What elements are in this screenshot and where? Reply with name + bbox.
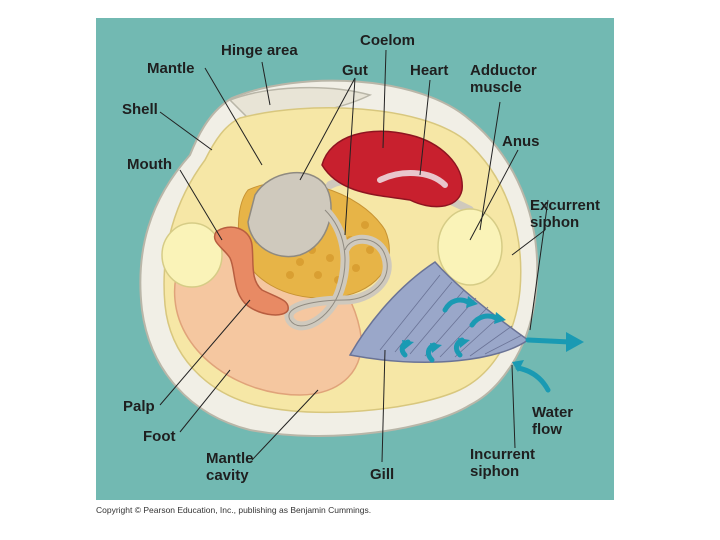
label-mouth: Mouth xyxy=(127,156,172,173)
water-flow-arrowheads xyxy=(402,296,584,372)
label-gill: Gill xyxy=(370,466,395,483)
label-mantle: Mantle xyxy=(147,60,195,77)
copyright-notice: Copyright © Pearson Education, Inc., pub… xyxy=(96,505,372,515)
label-excurrent-siphon: Excurrent siphon xyxy=(530,197,601,231)
label-mantle-cavity: Mantle cavity xyxy=(206,450,254,484)
label-foot: Foot xyxy=(143,428,176,445)
label-gut: Gut xyxy=(342,62,368,79)
label-incurrent-siphon: Incurrent siphon xyxy=(470,446,536,480)
gill-filaments xyxy=(379,274,523,358)
label-palp: Palp xyxy=(123,398,155,415)
label-coelom: Coelom xyxy=(360,32,416,49)
label-water-flow: Water flow xyxy=(532,404,574,438)
heart xyxy=(321,130,463,208)
label-adductor-muscle: Adductor muscle xyxy=(470,62,537,96)
label-anus: Anus xyxy=(502,133,540,150)
gut-coil-edge xyxy=(288,209,388,327)
heart-highlight xyxy=(377,170,448,188)
label-hinge-area: Hinge area xyxy=(221,42,298,59)
label-shell: Shell xyxy=(122,101,158,118)
label-heart: Heart xyxy=(410,62,449,79)
posterior-adductor-muscle xyxy=(437,208,503,286)
palp xyxy=(213,226,289,316)
anterior-adductor-muscle xyxy=(161,222,223,288)
stomach xyxy=(247,171,332,258)
gill xyxy=(348,261,530,363)
leader-lines xyxy=(159,49,549,463)
